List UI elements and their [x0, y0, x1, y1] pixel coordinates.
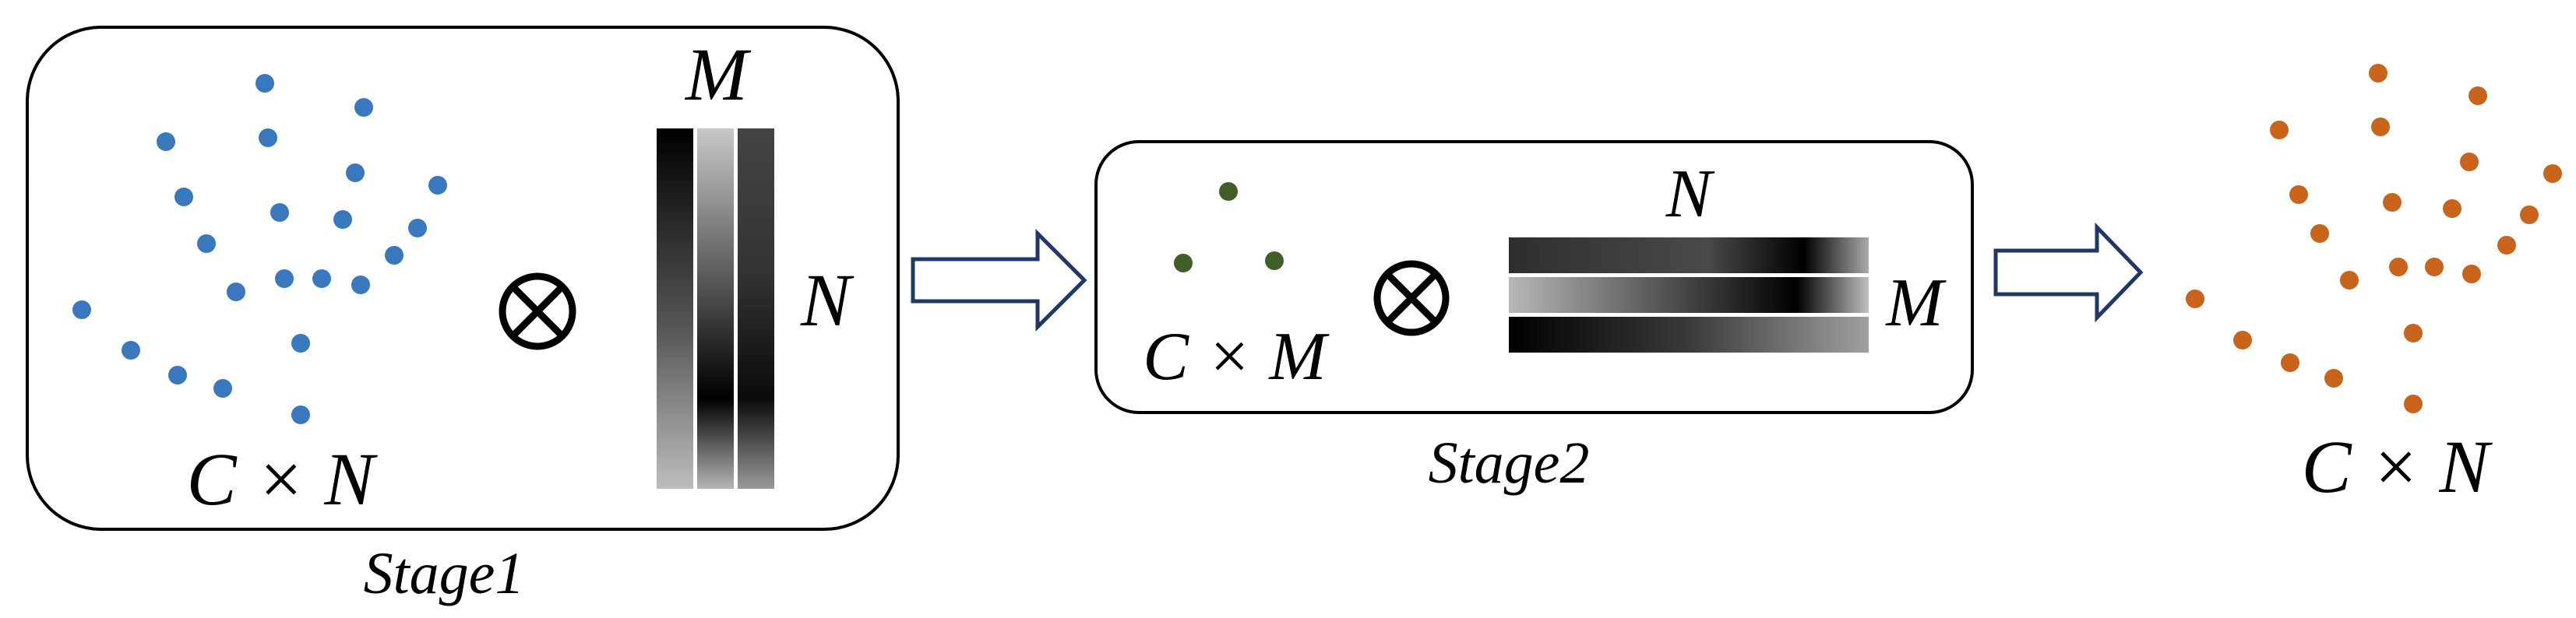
point-marker [1265, 251, 1284, 270]
point-marker [157, 132, 175, 151]
point-marker [408, 219, 427, 237]
point-marker [2404, 324, 2423, 342]
point-marker [2270, 121, 2289, 139]
stage1-matrix-column [697, 128, 734, 489]
point-marker [354, 98, 373, 117]
point-marker [2371, 118, 2390, 136]
point-marker [346, 163, 365, 182]
point-marker [168, 366, 187, 384]
stage2-matrix-row [1509, 237, 1869, 273]
arrow-right-icon [911, 228, 1087, 332]
stage1-point-cloud [72, 74, 447, 424]
stage1-tensor-product-icon [499, 272, 576, 350]
stage2-caption: Stage2 [1429, 430, 1590, 496]
point-marker [428, 176, 447, 195]
point-marker [213, 379, 232, 398]
stage1-matrix-column [738, 128, 774, 489]
point-marker [1174, 254, 1193, 272]
point-marker [291, 406, 310, 424]
point-marker [2310, 224, 2329, 243]
stage2-matrix-top-label: N [1665, 156, 1715, 232]
point-marker [2389, 258, 2408, 276]
output-point-cloud [2186, 64, 2562, 413]
point-marker [259, 128, 277, 147]
point-marker [2543, 164, 2562, 183]
point-marker [2369, 64, 2387, 83]
output-points-label: C × N [2302, 425, 2493, 508]
point-marker [174, 188, 193, 206]
point-marker [2404, 395, 2423, 413]
stage2-points-label: C × M [1143, 319, 1330, 395]
stage2-group: C × M N M Stage2 [1094, 140, 1974, 496]
stage1-matrix-top-label: M [684, 33, 752, 116]
stage1-caption: Stage1 [364, 541, 525, 606]
stage2-matrix [1509, 237, 1869, 353]
stage2-point-cloud [1174, 182, 1284, 272]
stage1-matrix-side-label: N [800, 258, 855, 342]
point-marker [385, 246, 403, 265]
point-marker [2497, 236, 2516, 255]
stage1-group: C × N M N Stage1 [26, 26, 900, 606]
point-marker [2186, 290, 2204, 308]
point-marker [333, 210, 352, 229]
point-marker [2233, 331, 2252, 349]
point-marker [351, 276, 370, 294]
output-group: C × N [2186, 64, 2562, 508]
point-marker [2425, 258, 2444, 276]
point-marker [270, 203, 289, 222]
stage2-matrix-side-label: M [1884, 265, 1947, 341]
stage2-matrix-row [1509, 317, 1869, 353]
point-marker [2324, 369, 2343, 388]
stage2-matrix-row [1509, 277, 1869, 313]
point-marker [72, 300, 91, 319]
point-marker [2460, 153, 2479, 171]
point-marker [2462, 265, 2481, 283]
point-marker [2340, 271, 2359, 290]
stage1-matrix [657, 128, 774, 489]
point-marker [2383, 193, 2402, 212]
point-marker [227, 283, 245, 301]
point-marker [122, 341, 140, 360]
point-marker [291, 334, 310, 353]
point-marker [1219, 182, 1238, 201]
point-marker [2281, 353, 2299, 372]
stage1-points-label: C × N [187, 437, 379, 521]
point-marker [2469, 86, 2487, 105]
point-marker [2443, 199, 2461, 218]
point-marker [2520, 205, 2539, 224]
stage1-matrix-column [657, 128, 693, 489]
arrow-right-icon [1993, 222, 2144, 323]
point-marker [2289, 185, 2308, 204]
point-marker [255, 74, 274, 93]
point-marker [312, 269, 331, 288]
point-marker [197, 234, 216, 253]
stage2-tensor-product-icon [1373, 260, 1450, 336]
point-marker [275, 269, 294, 288]
